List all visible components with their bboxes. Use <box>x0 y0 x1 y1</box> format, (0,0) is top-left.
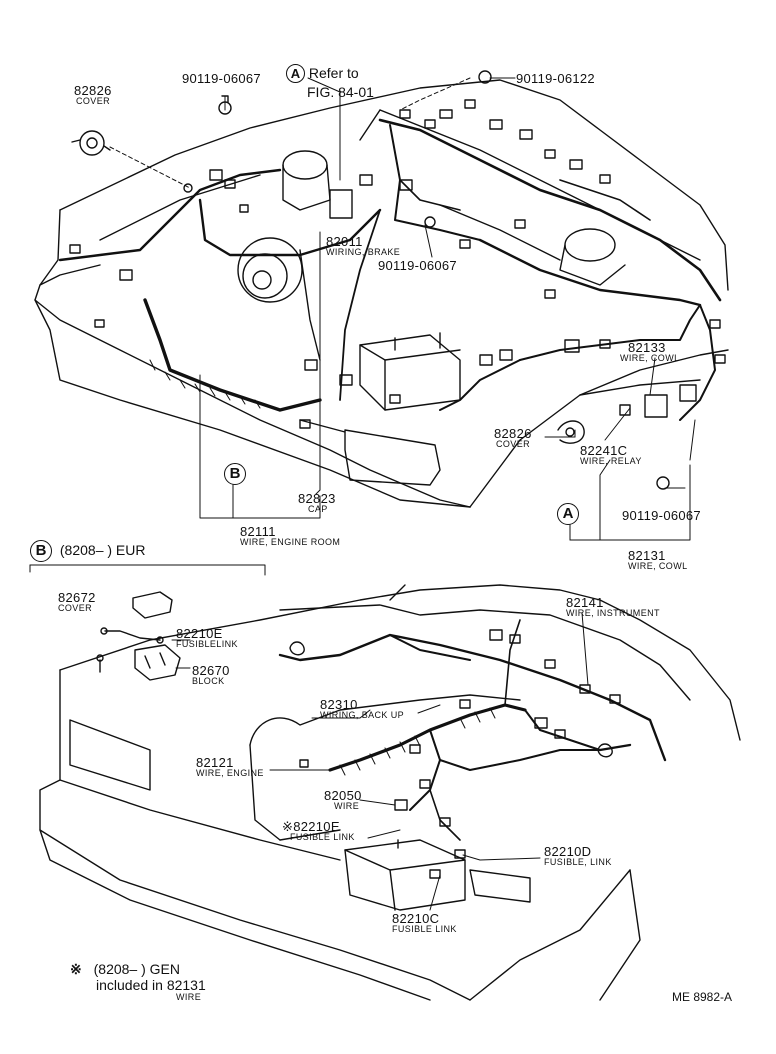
callout-82210d-fusible-link: 82210D FUSIBLE, LINK <box>544 845 612 867</box>
callout-82121-wire-engine: 82121 WIRE, ENGINE <box>196 756 264 778</box>
part-desc: WIRE <box>334 801 360 811</box>
marker-a-circle: A <box>557 503 579 525</box>
callout-90119-06067-c: 90119-06067 <box>378 258 457 273</box>
part-number: 82241C <box>580 443 628 458</box>
part-desc: BLOCK <box>192 676 225 686</box>
part-desc: COVER <box>76 96 111 106</box>
figure-code: ME 8982-A <box>672 990 733 1004</box>
callout-82670-block: 82670 BLOCK <box>192 664 230 686</box>
bottom-car-body <box>39 584 741 1001</box>
top-connectors <box>69 70 726 490</box>
top-car-body <box>34 79 729 508</box>
part-desc: FUSIBLELINK <box>176 639 238 649</box>
footnote-line3: WIRE <box>176 992 202 1002</box>
bottom-leaders <box>171 612 589 911</box>
marker-b-top: B <box>224 463 246 485</box>
footnote-line1: ※ (8208– ) GEN <box>70 962 206 976</box>
part-desc: WIRE, COWL <box>620 353 680 363</box>
part-number: 82670 <box>192 663 230 678</box>
callout-82131-wire-cowl: 82131 WIRE, COWL <box>628 549 688 571</box>
part-desc: WIRING, BACK UP <box>320 710 405 720</box>
section-b-parts <box>96 591 181 681</box>
callout-82672-cover: 82672 COVER <box>58 591 96 613</box>
refer-line1: Refer to <box>308 65 359 81</box>
marker-a-bottom: A <box>557 503 579 525</box>
part-desc: FUSIBLE LINK <box>290 832 355 842</box>
part-number: 82310 <box>320 697 358 712</box>
callout-90119-06122: 90119-06122 <box>516 71 595 86</box>
part-number: ※82210E <box>282 819 340 834</box>
callout-82133-wire-cowl: 82133 WIRE, COWL <box>620 340 680 363</box>
part-number: 82050 <box>324 788 362 803</box>
part-desc: COVER <box>496 439 531 449</box>
callout-82050-wire: 82050 WIRE <box>324 789 362 811</box>
part-desc: COVER <box>58 603 93 613</box>
callout-82823-cap: 82823 CAP <box>298 492 336 514</box>
part-number: 82133 <box>628 340 666 355</box>
part-desc: WIRE, ENGINE ROOM <box>240 537 341 547</box>
part-desc: FUSIBLE, LINK <box>544 857 612 867</box>
part-number: 82210C <box>392 911 440 926</box>
footnote-symbol: ※ <box>70 961 82 977</box>
cover-82826b-part <box>557 420 585 444</box>
part-number: 82011 <box>326 234 363 249</box>
section-b-text: (8208– ) EUR <box>59 542 146 558</box>
callout-82141-wire-instrument: 82141 WIRE, INSTRUMENT <box>566 596 660 618</box>
callout-82210c-fusible-link: 82210C FUSIBLE LINK <box>392 912 457 934</box>
bottom-connectors <box>289 629 621 879</box>
part-number: 82210D <box>544 844 592 859</box>
footnote-text1: (8208– ) GEN <box>93 961 180 977</box>
marker-a-refer: A <box>286 64 305 83</box>
part-number: 82111 <box>240 524 276 539</box>
section-b-marker: B <box>30 540 52 562</box>
footnote: ※ (8208– ) GEN included in 82131 WIRE <box>70 962 206 1002</box>
callout-82011-wiring-brake: 82011 WIRING, BRAKE <box>326 235 400 257</box>
part-number: 82141 <box>566 595 604 610</box>
footnote-line2: included in 82131 <box>96 977 206 993</box>
part-number: 82823 <box>298 491 336 506</box>
section-b-heading: B (8208– ) EUR <box>30 540 145 562</box>
part-desc: FUSIBLE LINK <box>392 924 457 934</box>
part-desc: WIRE, ENGINE <box>196 768 264 778</box>
callout-82826-cover-b: 82826 COVER <box>494 427 532 449</box>
refer-line2: FIG. 84-01 <box>307 84 374 100</box>
part-desc: WIRE, COWL <box>628 561 688 571</box>
callout-82826-cover: 82826 COVER <box>74 84 112 106</box>
part-desc: WIRE, INSTRUMENT <box>566 608 660 618</box>
top-harness <box>58 118 722 421</box>
callout-82310-wiring-back-up: 82310 WIRING, BACK UP <box>320 698 404 720</box>
part-number: 82826 <box>494 426 532 441</box>
refer-note: A Refer to <box>286 64 359 83</box>
callout-82210e-fusible-link-gen: ※82210E FUSIBLE LINK <box>282 820 355 842</box>
callout-82210e-fusiblelink: 82210E FUSIBLELINK <box>176 627 238 649</box>
part-number: 82672 <box>58 590 96 605</box>
marker-b-circle: B <box>224 463 246 485</box>
part-number: 82210E <box>176 626 223 641</box>
part-desc: WIRE, RELAY <box>580 456 642 466</box>
part-number: 82131 <box>628 548 666 563</box>
top-leaders <box>109 77 696 541</box>
callout-82241c-wire-relay: 82241C WIRE, RELAY <box>580 444 642 466</box>
part-number: 82121 <box>196 755 234 770</box>
cover-82826-part <box>71 130 111 156</box>
callout-90119-06067-a: 90119-06067 <box>182 71 261 86</box>
callout-82111-wire-engine-room: 82111 WIRE, ENGINE ROOM <box>240 525 340 547</box>
part-desc: CAP <box>308 504 328 514</box>
part-desc: WIRING, BRAKE <box>326 247 401 257</box>
callout-90119-06067-d: 90119-06067 <box>622 508 701 523</box>
part-number: 82826 <box>74 83 112 98</box>
